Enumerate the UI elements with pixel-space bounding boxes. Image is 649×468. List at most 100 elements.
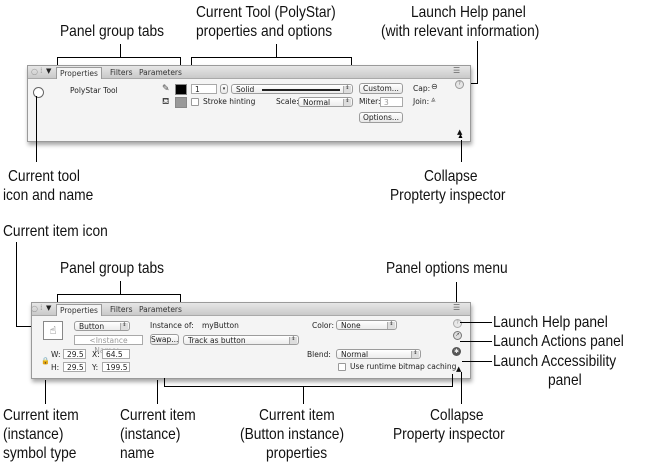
chevron-updown-icon: ⇕ — [343, 99, 351, 106]
x-input[interactable]: 64.5 — [102, 349, 130, 359]
collapse-triangle-icon[interactable]: ▼ — [46, 67, 52, 75]
blend-value: Normal — [341, 350, 369, 359]
leader-tabs2-bracket — [57, 294, 181, 295]
callout-launch-accessibility-line1: Launch Accessibility — [493, 353, 617, 370]
tab-parameters[interactable]: Parameters — [139, 68, 182, 77]
custom-button[interactable]: Custom... — [359, 83, 403, 94]
stroke-line-preview — [262, 89, 340, 91]
leader-props-bracket — [164, 386, 453, 387]
options-button[interactable]: Options... — [359, 112, 403, 123]
panel-options-menu-icon[interactable]: ☰ — [453, 303, 461, 312]
polystar-tool-icon — [33, 87, 44, 98]
blend-select[interactable]: Normal ⇕ — [336, 349, 421, 359]
stroke-width-slider-button[interactable]: ▾ — [220, 84, 228, 94]
callout-current-tool-icon-line1: Current tool — [8, 168, 80, 185]
collapse-arrow-icon[interactable]: ▲ — [456, 365, 462, 373]
callout-launch-accessibility-line2: panel — [548, 372, 582, 389]
y-label: Y: — [92, 363, 99, 372]
callout-launch-help-line1: Launch Help panel — [411, 4, 526, 21]
stroke-hinting-checkbox[interactable] — [191, 98, 199, 106]
callout-collapse-top-line1: Collapse — [424, 168, 478, 185]
instance-of-value: myButton — [202, 321, 239, 330]
instance-name-input[interactable]: <Instance Name> — [74, 335, 143, 355]
stroke-color-swatch[interactable] — [175, 84, 187, 95]
symbol-type-value: Button — [79, 322, 105, 331]
tab-parameters[interactable]: Parameters — [139, 305, 182, 314]
panel-titlebar[interactable]: ○ ⁞ ▼ Properties Filters Parameters ☰ — [31, 303, 470, 316]
leader-item-icon-horiz — [16, 326, 44, 327]
leader-props-right — [452, 374, 453, 387]
collapse-triangle-icon[interactable]: ▼ — [46, 304, 52, 312]
leader-props-left — [164, 378, 165, 387]
gripper-icon[interactable]: ○ — [31, 304, 38, 313]
callout-instance-name-line2: (instance) — [120, 426, 181, 443]
help-icon[interactable]: ? — [455, 80, 464, 89]
leader-tool-right — [351, 57, 352, 67]
tab-filters[interactable]: Filters — [110, 305, 133, 314]
leader-tabs-bracket — [57, 57, 181, 58]
callout-instance-name-line3: name — [120, 445, 155, 462]
leader-props-stem — [303, 387, 304, 404]
callout-collapse-top-line2: Propterty inspector — [390, 187, 506, 204]
w-label: W: — [51, 350, 61, 359]
callout-button-props-line3: properties — [266, 445, 328, 462]
tab-filters[interactable]: Filters — [110, 68, 133, 77]
callout-panel-group-tabs-bottom: Panel group tabs — [60, 260, 165, 277]
property-inspector-polystar: ○ ⁞ ▼ Properties Filters Parameters ☰ Po… — [27, 65, 471, 142]
leader-symbol-type-stem — [45, 380, 46, 404]
chevron-updown-icon: ⇕ — [387, 322, 395, 329]
property-inspector-button: ○ ⁞ ▼ Properties Filters Parameters ☰ ☝ … — [31, 302, 471, 379]
symbol-type-select[interactable]: Button ⇕ — [74, 321, 130, 331]
panel-options-menu-icon[interactable]: ☰ — [453, 66, 461, 75]
color-effect-select[interactable]: None ⇕ — [336, 320, 397, 330]
callout-launch-help-bottom: Launch Help panel — [493, 314, 608, 331]
leader-tabs-stem — [120, 44, 121, 57]
stroke-width-input[interactable]: 1 — [191, 84, 217, 94]
stroke-hinting-label: Stroke hinting — [203, 97, 256, 106]
bitmap-caching-checkbox[interactable] — [338, 363, 346, 371]
leader-tabs2-left — [57, 294, 58, 303]
leader-tabs2-stem — [120, 281, 121, 294]
callout-launch-actions: Launch Actions panel — [493, 333, 624, 350]
tab-properties[interactable]: Properties — [56, 67, 102, 79]
w-input[interactable]: 29.5 — [63, 349, 86, 359]
lock-aspect-icon[interactable]: 🔒 — [41, 357, 50, 365]
scale-label: Scale: — [276, 97, 299, 106]
instance-of-label: Instance of: — [150, 321, 194, 330]
leader-instance-name-stem — [157, 380, 158, 404]
drag-handle-icon[interactable]: ⁞ — [40, 303, 43, 312]
tool-name: PolyStar Tool — [70, 86, 118, 95]
callout-symbol-type-line2: (instance) — [3, 426, 64, 443]
stroke-style-select[interactable]: Solid ⇕ — [231, 84, 353, 94]
leader-actions-horiz — [460, 341, 492, 342]
callout-button-props-line2: (Button instance) — [240, 426, 345, 443]
callout-collapse-bottom-line2: Property inspector — [393, 426, 505, 443]
leader-item-icon-stem — [16, 242, 17, 326]
swap-button[interactable]: Swap... — [150, 334, 179, 345]
callout-instance-name-line1: Current item — [120, 407, 196, 424]
callout-current-tool-line1: Current Tool (PolyStar) — [196, 4, 336, 21]
collapse-arrow-icon[interactable]: ▲ — [457, 128, 463, 136]
callout-launch-help-line2: (with relevant information) — [381, 23, 540, 40]
gripper-icon[interactable]: ○ — [31, 67, 38, 76]
cap-style-icon[interactable]: ⊖ — [431, 82, 438, 91]
drag-handle-icon[interactable]: ⁞ — [40, 66, 43, 75]
accessibility-icon[interactable]: ✱ — [452, 347, 461, 356]
h-input[interactable]: 29.5 — [63, 362, 86, 372]
panel-titlebar[interactable]: ○ ⁞ ▼ Properties Filters Parameters ☰ — [28, 66, 470, 79]
y-input[interactable]: 199.5 — [102, 362, 130, 372]
leader-help-horiz — [464, 83, 478, 84]
chevron-updown-icon: ⇕ — [120, 323, 128, 330]
leader-tool-left — [191, 57, 192, 67]
miter-input[interactable]: 3 — [380, 97, 403, 107]
leader-tool-stem — [276, 44, 277, 57]
join-style-icon[interactable]: ⩓ — [431, 95, 436, 104]
tab-properties[interactable]: Properties — [56, 304, 102, 316]
scale-select[interactable]: Normal ⇕ — [298, 97, 353, 107]
actions-panel-icon[interactable]: ↗ — [453, 331, 462, 340]
leader-tabs-right — [180, 57, 181, 67]
callout-panel-group-tabs-top: Panel group tabs — [60, 23, 165, 40]
help-icon[interactable]: ? — [453, 319, 462, 328]
fill-color-swatch[interactable] — [175, 97, 187, 108]
track-select[interactable]: Track as button ⇕ — [183, 335, 299, 345]
